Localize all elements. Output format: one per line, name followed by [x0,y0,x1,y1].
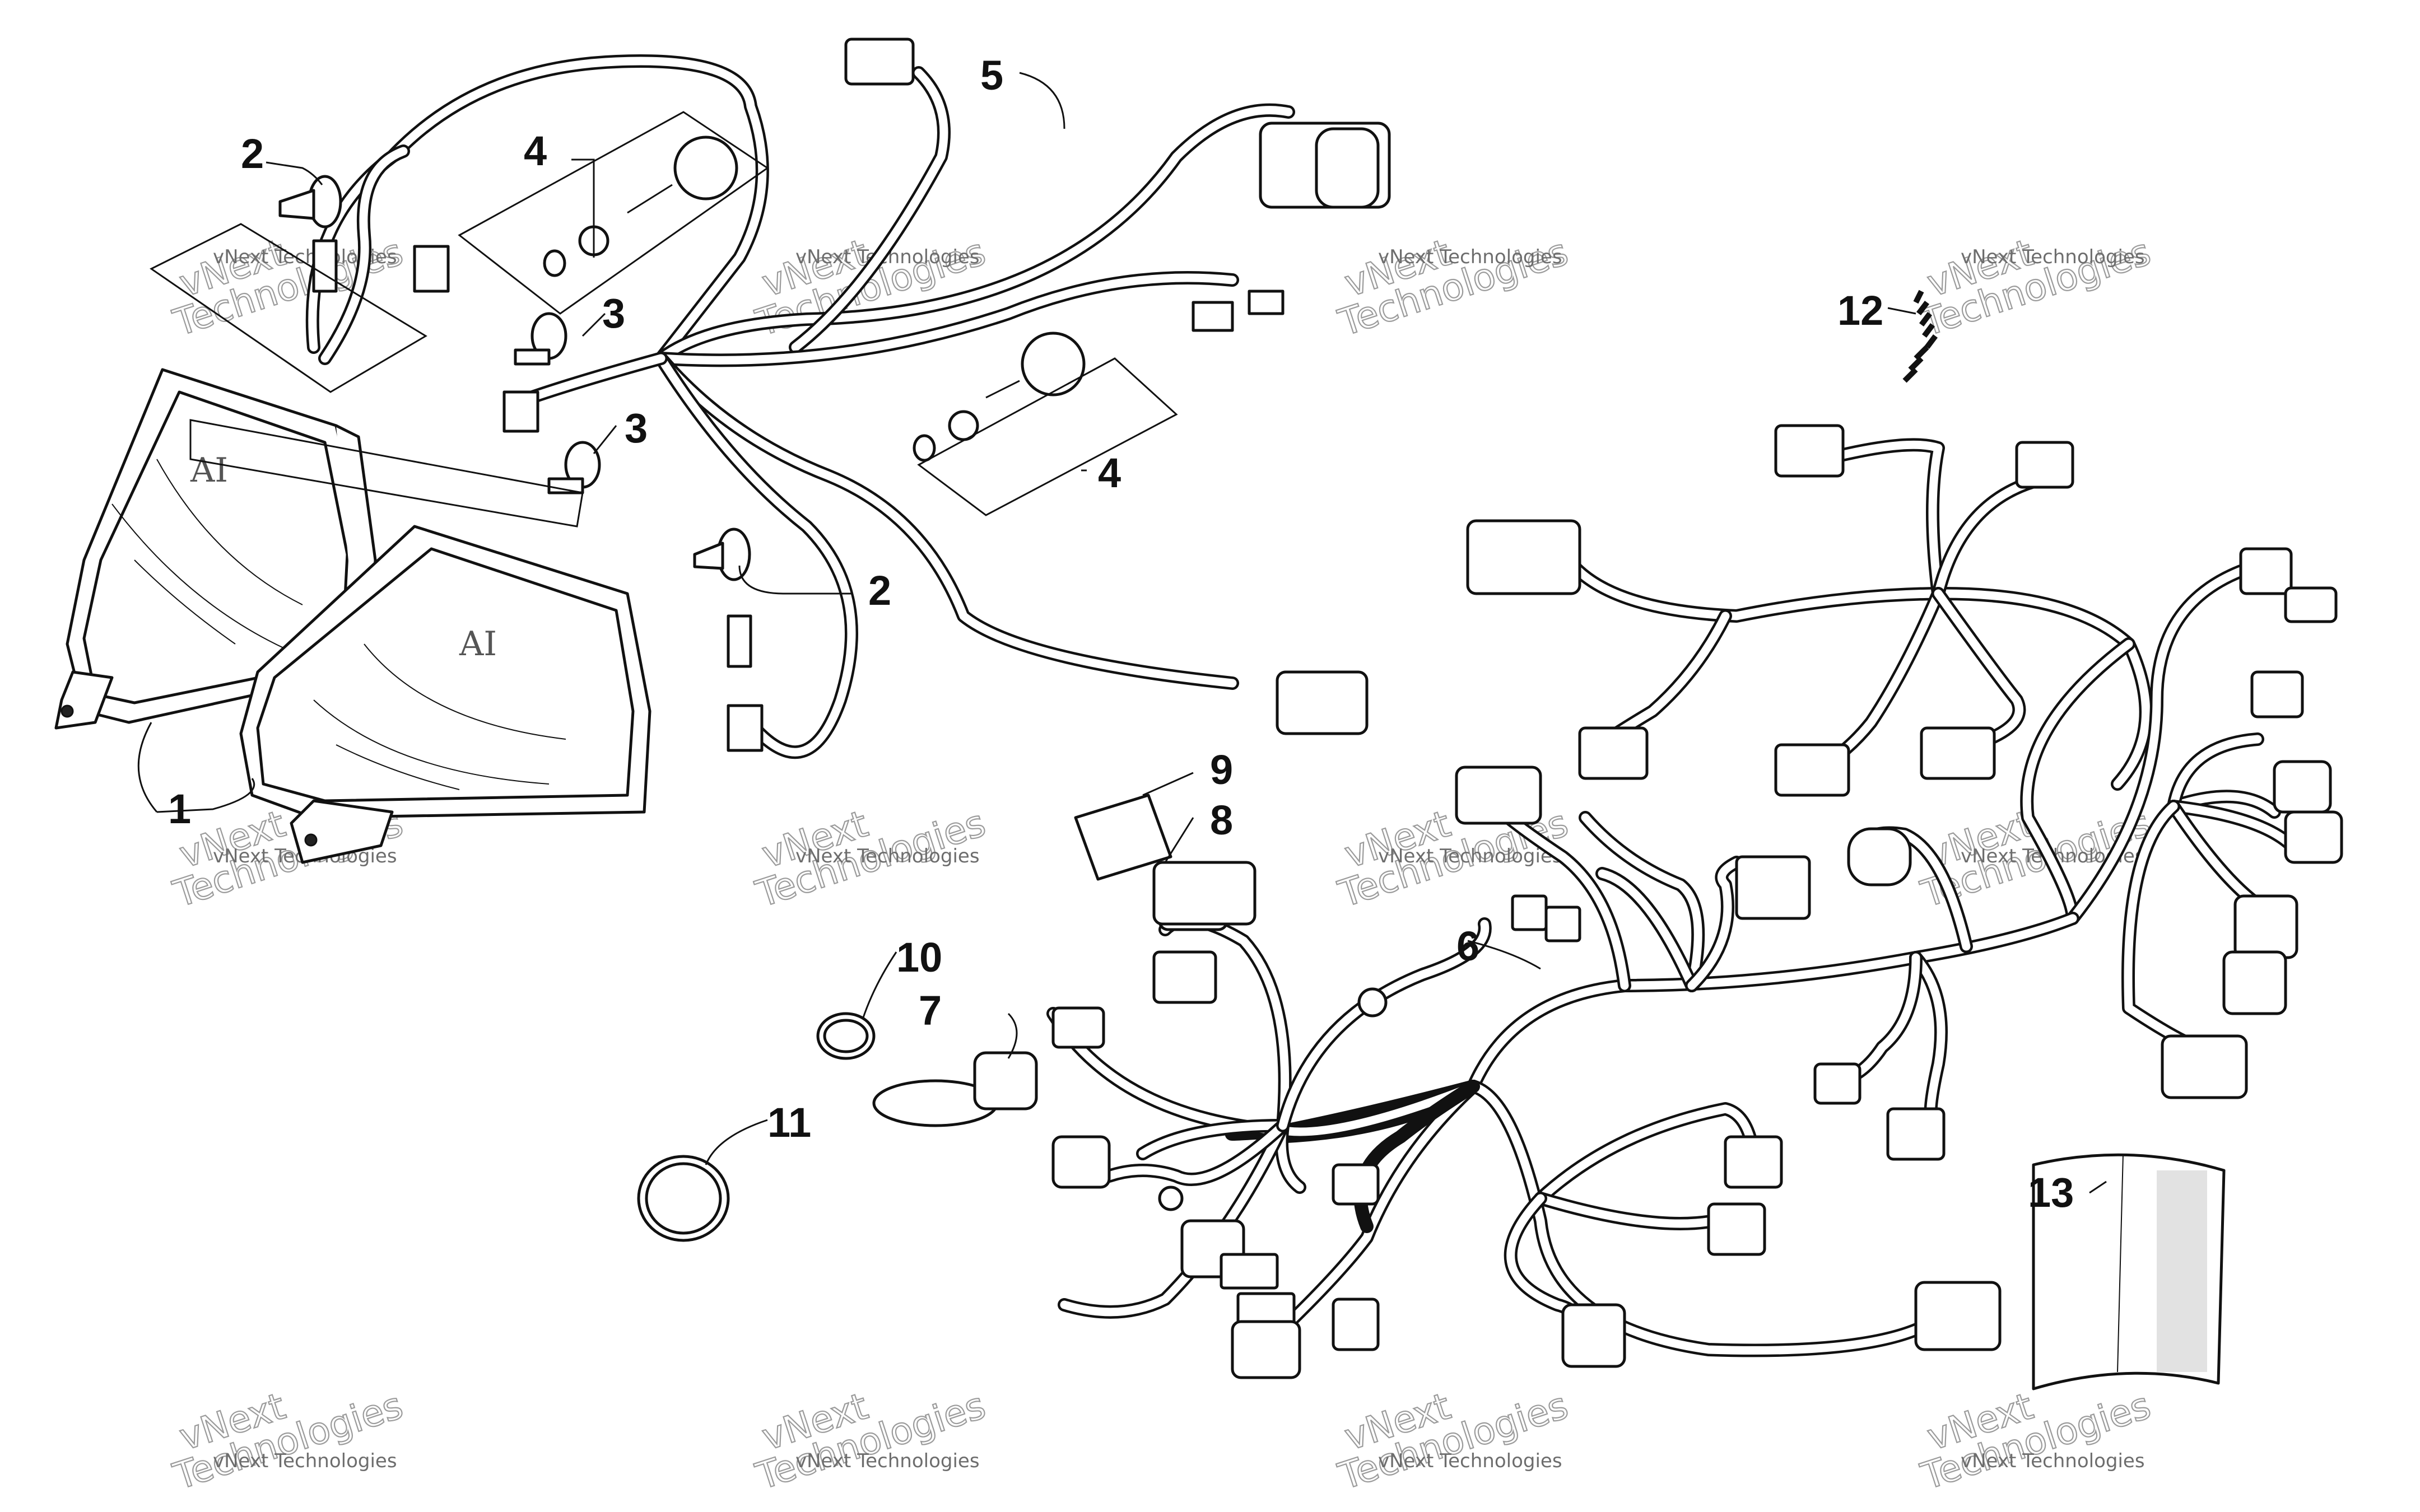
svg-text:AI: AI [459,624,497,664]
svg-text:vNext Technologies: vNext Technologies [795,845,980,867]
callout-11: 11 [767,1099,811,1146]
bracket-mid [189,419,584,528]
watermark-6: vNext Technologies vNext Technologies [750,801,991,917]
svg-text:vNext Technologies: vNext Technologies [1378,1450,1562,1472]
callout-1: 1 [168,786,191,832]
callout-3-upper: 3 [602,290,625,337]
callout-3-lower: 3 [625,405,648,451]
svg-text:vNext Technologies: vNext Technologies [213,1450,397,1472]
callout-12: 12 [1837,287,1883,334]
callout-4-upper: 4 [524,128,547,174]
bracket-4-lower [917,357,1178,516]
boot-9 [1074,794,1172,881]
bracket-4-upper [458,111,769,315]
callout-8: 8 [1210,797,1233,843]
leaders [266,72,2107,1194]
plug-7 [973,1051,1038,1110]
callout-9: 9 [1210,746,1233,793]
bracket-left [150,223,427,393]
watermark-1: vNext Technologies vNext Technologies [167,230,408,346]
connector-8 [1152,861,1256,926]
watermark-10: vNext Technologies vNext Technologies [750,1383,991,1499]
clamp-11 [637,1155,730,1242]
watermark-12: vNext Technologies vNext Technologies [1915,1383,2156,1499]
svg-text:vNext Technologies: vNext Technologies [1378,845,1562,867]
watermark-4: vNext Technologies vNext Technologies [1915,230,2156,346]
callout-13: 13 [2028,1169,2074,1216]
svg-text:vNext Technologies: vNext Technologies [1961,1450,2145,1472]
watermark-9: vNext Technologies vNext Technologies [167,1383,408,1499]
watermark-3: vNext Technologies vNext Technologies [1333,230,1574,346]
svg-text:vNext Technologies: vNext Technologies [795,1450,980,1472]
callout-2-upper: 2 [241,130,264,177]
leader-1 [137,722,255,813]
watermark-11: vNext Technologies vNext Technologies [1333,1383,1574,1499]
headlight-right: AI [239,525,651,864]
parts-7-to-13 [637,290,2226,1390]
callout-6: 6 [1456,923,1479,969]
callout-labels: 1 2 2 3 3 4 4 5 6 7 8 9 10 11 12 13 [168,52,2074,1216]
svg-text:vNext Technologies: vNext Technologies [1961,246,2145,268]
spring-12 [1902,290,1938,383]
headlight-harness [278,38,1391,759]
svg-text:AI: AI [190,451,228,490]
callout-7: 7 [919,987,942,1034]
main-harness [1046,424,2343,1379]
svg-text:vNext Technologies: vNext Technologies [1378,246,1562,268]
callout-4-lower: 4 [1098,450,1121,496]
headlight-left: AI [54,368,377,730]
callout-5: 5 [980,52,1003,99]
callout-2-lower: 2 [868,567,891,614]
callout-10: 10 [896,934,942,981]
